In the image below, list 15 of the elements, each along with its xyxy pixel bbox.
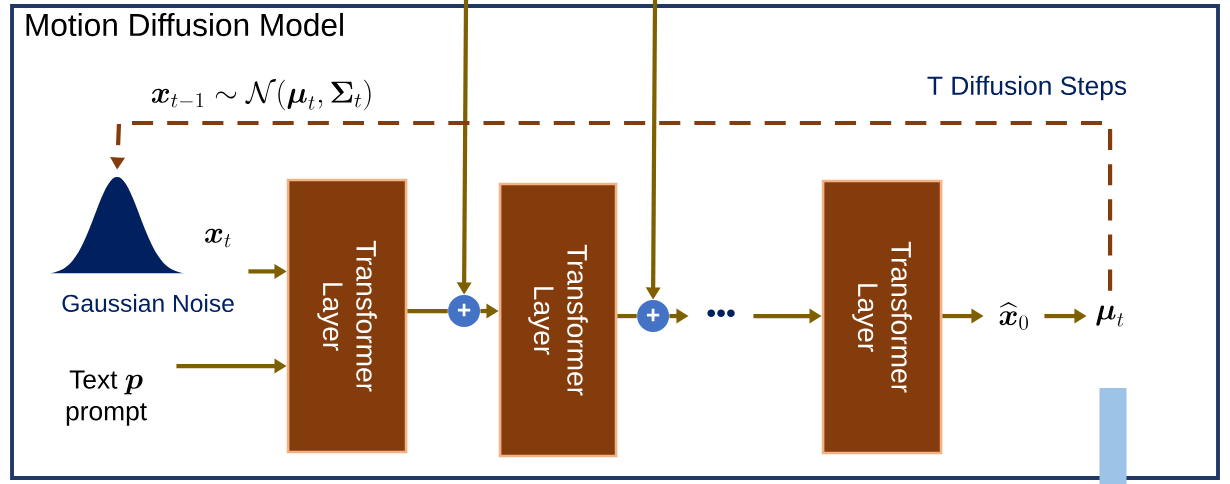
transformer-layer-box: Transformer Layer	[498, 182, 618, 458]
math-label: $\boldsymbol{x}_t$	[205, 228, 231, 248]
math-label: $\boldsymbol{\mu}_t$	[1096, 305, 1124, 327]
model-panel	[10, 4, 1220, 480]
transformer-layer-box: Transformer Layer	[821, 179, 943, 455]
text-label: prompt	[66, 403, 147, 426]
transformer-layer-box: Transformer Layer	[286, 178, 408, 454]
node-label: Gaussian Noise	[62, 294, 234, 313]
math-label: $\boldsymbol{p}$	[124, 374, 143, 395]
text-label: Text	[69, 370, 118, 389]
panel-title: Motion Diffusion Model	[26, 12, 343, 37]
edge-label: T Diffusion Steps	[927, 75, 1127, 101]
ellipsis: •••	[707, 309, 735, 318]
math-label: $\widehat{\boldsymbol{x}}_0$	[999, 302, 1028, 330]
formula: $\boldsymbol{x}_{t-1} \sim \mathcal{N}(\boldsymbol{\mu}_t, \boldsymbol{\Sigma}_t)$	[151, 79, 371, 111]
